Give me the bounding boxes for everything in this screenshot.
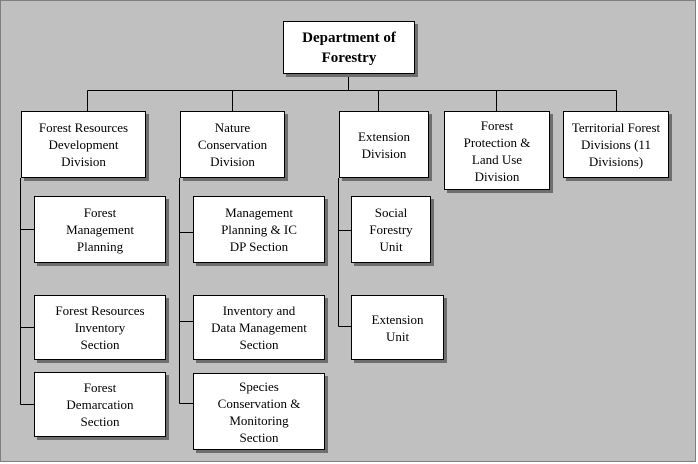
forest-protection-land-use-division-box[interactable]: Forest Protection & Land Use Division [444, 111, 550, 190]
forest-resources-inventory-section-box[interactable]: Forest Resources Inventory Section [34, 295, 166, 360]
territorial-forest-divisions-box[interactable]: Territorial Forest Divisions (11 Divisio… [563, 111, 669, 178]
extension-unit-box[interactable]: Extension Unit [351, 295, 444, 360]
extension-division-box[interactable]: Extension Division [339, 111, 429, 178]
management-planning-icdp-section-box[interactable]: Management Planning & IC DP Section [193, 196, 325, 263]
inventory-data-management-section-box[interactable]: Inventory and Data Management Section [193, 295, 325, 360]
species-conservation-monitoring-section-box[interactable]: Species Conservation & Monitoring Sectio… [193, 373, 325, 450]
forest-demarcation-section-box[interactable]: Forest Demarcation Section [34, 372, 166, 437]
forest-resources-development-division-box[interactable]: Forest Resources Development Division [21, 111, 146, 178]
forest-management-planning-box[interactable]: Forest Management Planning [34, 196, 166, 263]
social-forestry-unit-box[interactable]: Social Forestry Unit [351, 196, 431, 263]
department-of-forestry-box[interactable]: Department of Forestry [283, 21, 415, 74]
nature-conservation-division-box[interactable]: Nature Conservation Division [180, 111, 285, 178]
